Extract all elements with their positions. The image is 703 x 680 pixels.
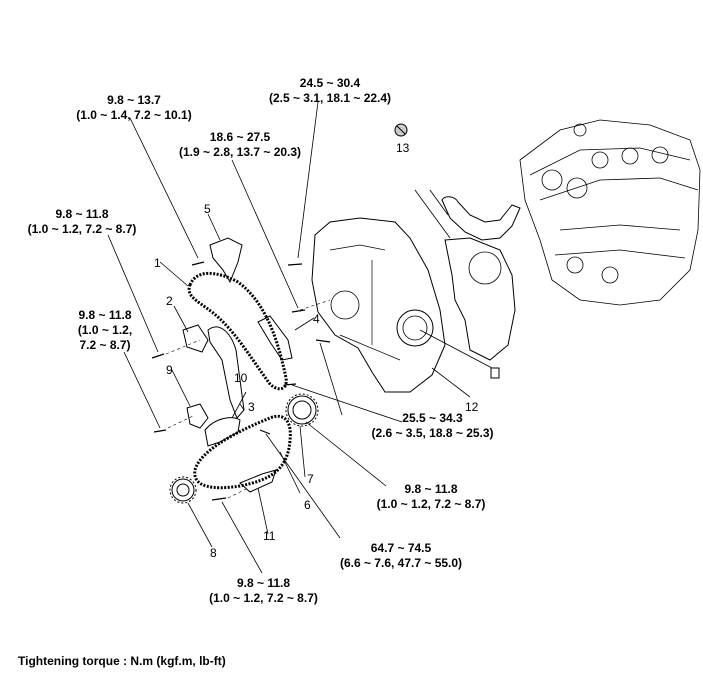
part-number-12: 12 bbox=[465, 400, 479, 414]
torque-label-8: 64.7 ~ 74.5 (6.6 ~ 7.6, 47.7 ~ 55.0) bbox=[316, 541, 486, 571]
part-number-4: 4 bbox=[313, 312, 320, 326]
torque-value: 24.5 ~ 30.4 bbox=[299, 76, 361, 90]
torque-label-2: 24.5 ~ 30.4 (2.5 ~ 3.1, 18.1 ~ 22.4) bbox=[245, 76, 415, 106]
torque-value: 9.8 ~ 11.8 bbox=[55, 207, 109, 221]
engine-block-illustration bbox=[519, 119, 701, 306]
torque-detail: (1.0 ~ 1.2, bbox=[77, 323, 133, 337]
torque-value: 25.5 ~ 34.3 bbox=[402, 411, 463, 425]
torque-detail: (1.0 ~ 1.2, 7.2 ~ 8.7) bbox=[376, 497, 486, 511]
part-number-2: 2 bbox=[166, 294, 173, 308]
lower-chain-guide-11 bbox=[239, 469, 277, 493]
torque-units-legend: Tightening torque : N.m (kgf.m, lb-ft) bbox=[18, 654, 226, 668]
torque-label-5: 9.8 ~ 11.8 (1.0 ~ 1.2, 7.2 ~ 8.7) bbox=[50, 308, 160, 353]
alignment-lines bbox=[165, 299, 331, 499]
part-number-3: 3 bbox=[248, 400, 255, 414]
torque-value: 9.8 ~ 11.8 bbox=[78, 308, 132, 322]
no-reuse-icon bbox=[394, 123, 408, 137]
torque-detail: 7.2 ~ 8.7) bbox=[79, 338, 131, 352]
torque-detail: (2.6 ~ 3.5, 18.8 ~ 25.3) bbox=[371, 426, 494, 440]
torque-label-1: 9.8 ~ 13.7 (1.0 ~ 1.4, 7.2 ~ 10.1) bbox=[54, 93, 214, 123]
torque-value: 9.8 ~ 11.8 bbox=[404, 482, 458, 496]
torque-detail: (1.0 ~ 1.4, 7.2 ~ 10.1) bbox=[76, 108, 192, 122]
part-number-13: 13 bbox=[396, 141, 410, 155]
part-number-1: 1 bbox=[154, 256, 161, 270]
torque-value: 18.6 ~ 27.5 bbox=[209, 130, 271, 144]
part-number-8: 8 bbox=[210, 546, 217, 560]
torque-detail: (1.0 ~ 1.2, 7.2 ~ 8.7) bbox=[209, 591, 318, 605]
bolts bbox=[151, 261, 331, 501]
torque-label-3: 18.6 ~ 27.5 (1.9 ~ 2.8, 13.7 ~ 20.3) bbox=[155, 130, 325, 160]
upper-cover-gasket bbox=[441, 196, 521, 241]
torque-detail: (1.9 ~ 2.8, 13.7 ~ 20.3) bbox=[178, 145, 302, 159]
leader-lines bbox=[107, 101, 493, 574]
upper-timing-chain bbox=[187, 271, 288, 391]
torque-value: 64.7 ~ 74.5 bbox=[370, 541, 432, 555]
torque-value: 9.8 ~ 11.8 bbox=[236, 576, 291, 590]
upper-chain-tensioner bbox=[182, 324, 209, 353]
part-number-9: 9 bbox=[166, 363, 173, 377]
torque-value: 9.8 ~ 13.7 bbox=[107, 93, 161, 107]
sensor-icon bbox=[490, 367, 500, 379]
chain-guide-4 bbox=[257, 315, 293, 361]
crankshaft-sprocket bbox=[169, 476, 197, 504]
part-number-5: 5 bbox=[204, 202, 211, 216]
torque-label-4: 9.8 ~ 11.8 (1.0 ~ 1.2, 7.2 ~ 8.7) bbox=[6, 207, 158, 237]
camshaft-sprocket bbox=[285, 393, 319, 427]
torque-detail: (6.6 ~ 7.6, 47.7 ~ 55.0) bbox=[339, 556, 463, 570]
lower-cover-gasket bbox=[444, 237, 516, 361]
torque-detail: (1.0 ~ 1.2, 7.2 ~ 8.7) bbox=[27, 222, 137, 236]
part-number-7: 7 bbox=[307, 472, 314, 486]
upper-tensioner-arm bbox=[209, 237, 243, 284]
torque-detail: (2.5 ~ 3.1, 18.1 ~ 22.4) bbox=[268, 91, 392, 105]
part-number-10: 10 bbox=[234, 371, 248, 385]
lower-timing-chain bbox=[193, 414, 292, 490]
lower-chain-tensioner bbox=[186, 403, 209, 429]
torque-label-9: 9.8 ~ 11.8 (1.0 ~ 1.2, 7.2 ~ 8.7) bbox=[186, 576, 341, 606]
timing-chain-cover bbox=[311, 217, 446, 393]
torque-label-7: 9.8 ~ 11.8 (1.0 ~ 1.2, 7.2 ~ 8.7) bbox=[355, 482, 507, 512]
upper-chain-guide bbox=[207, 326, 245, 419]
part-number-6: 6 bbox=[304, 498, 311, 512]
part-number-11: 11 bbox=[263, 529, 276, 543]
torque-label-6: 25.5 ~ 34.3 (2.6 ~ 3.5, 18.8 ~ 25.3) bbox=[350, 411, 515, 441]
